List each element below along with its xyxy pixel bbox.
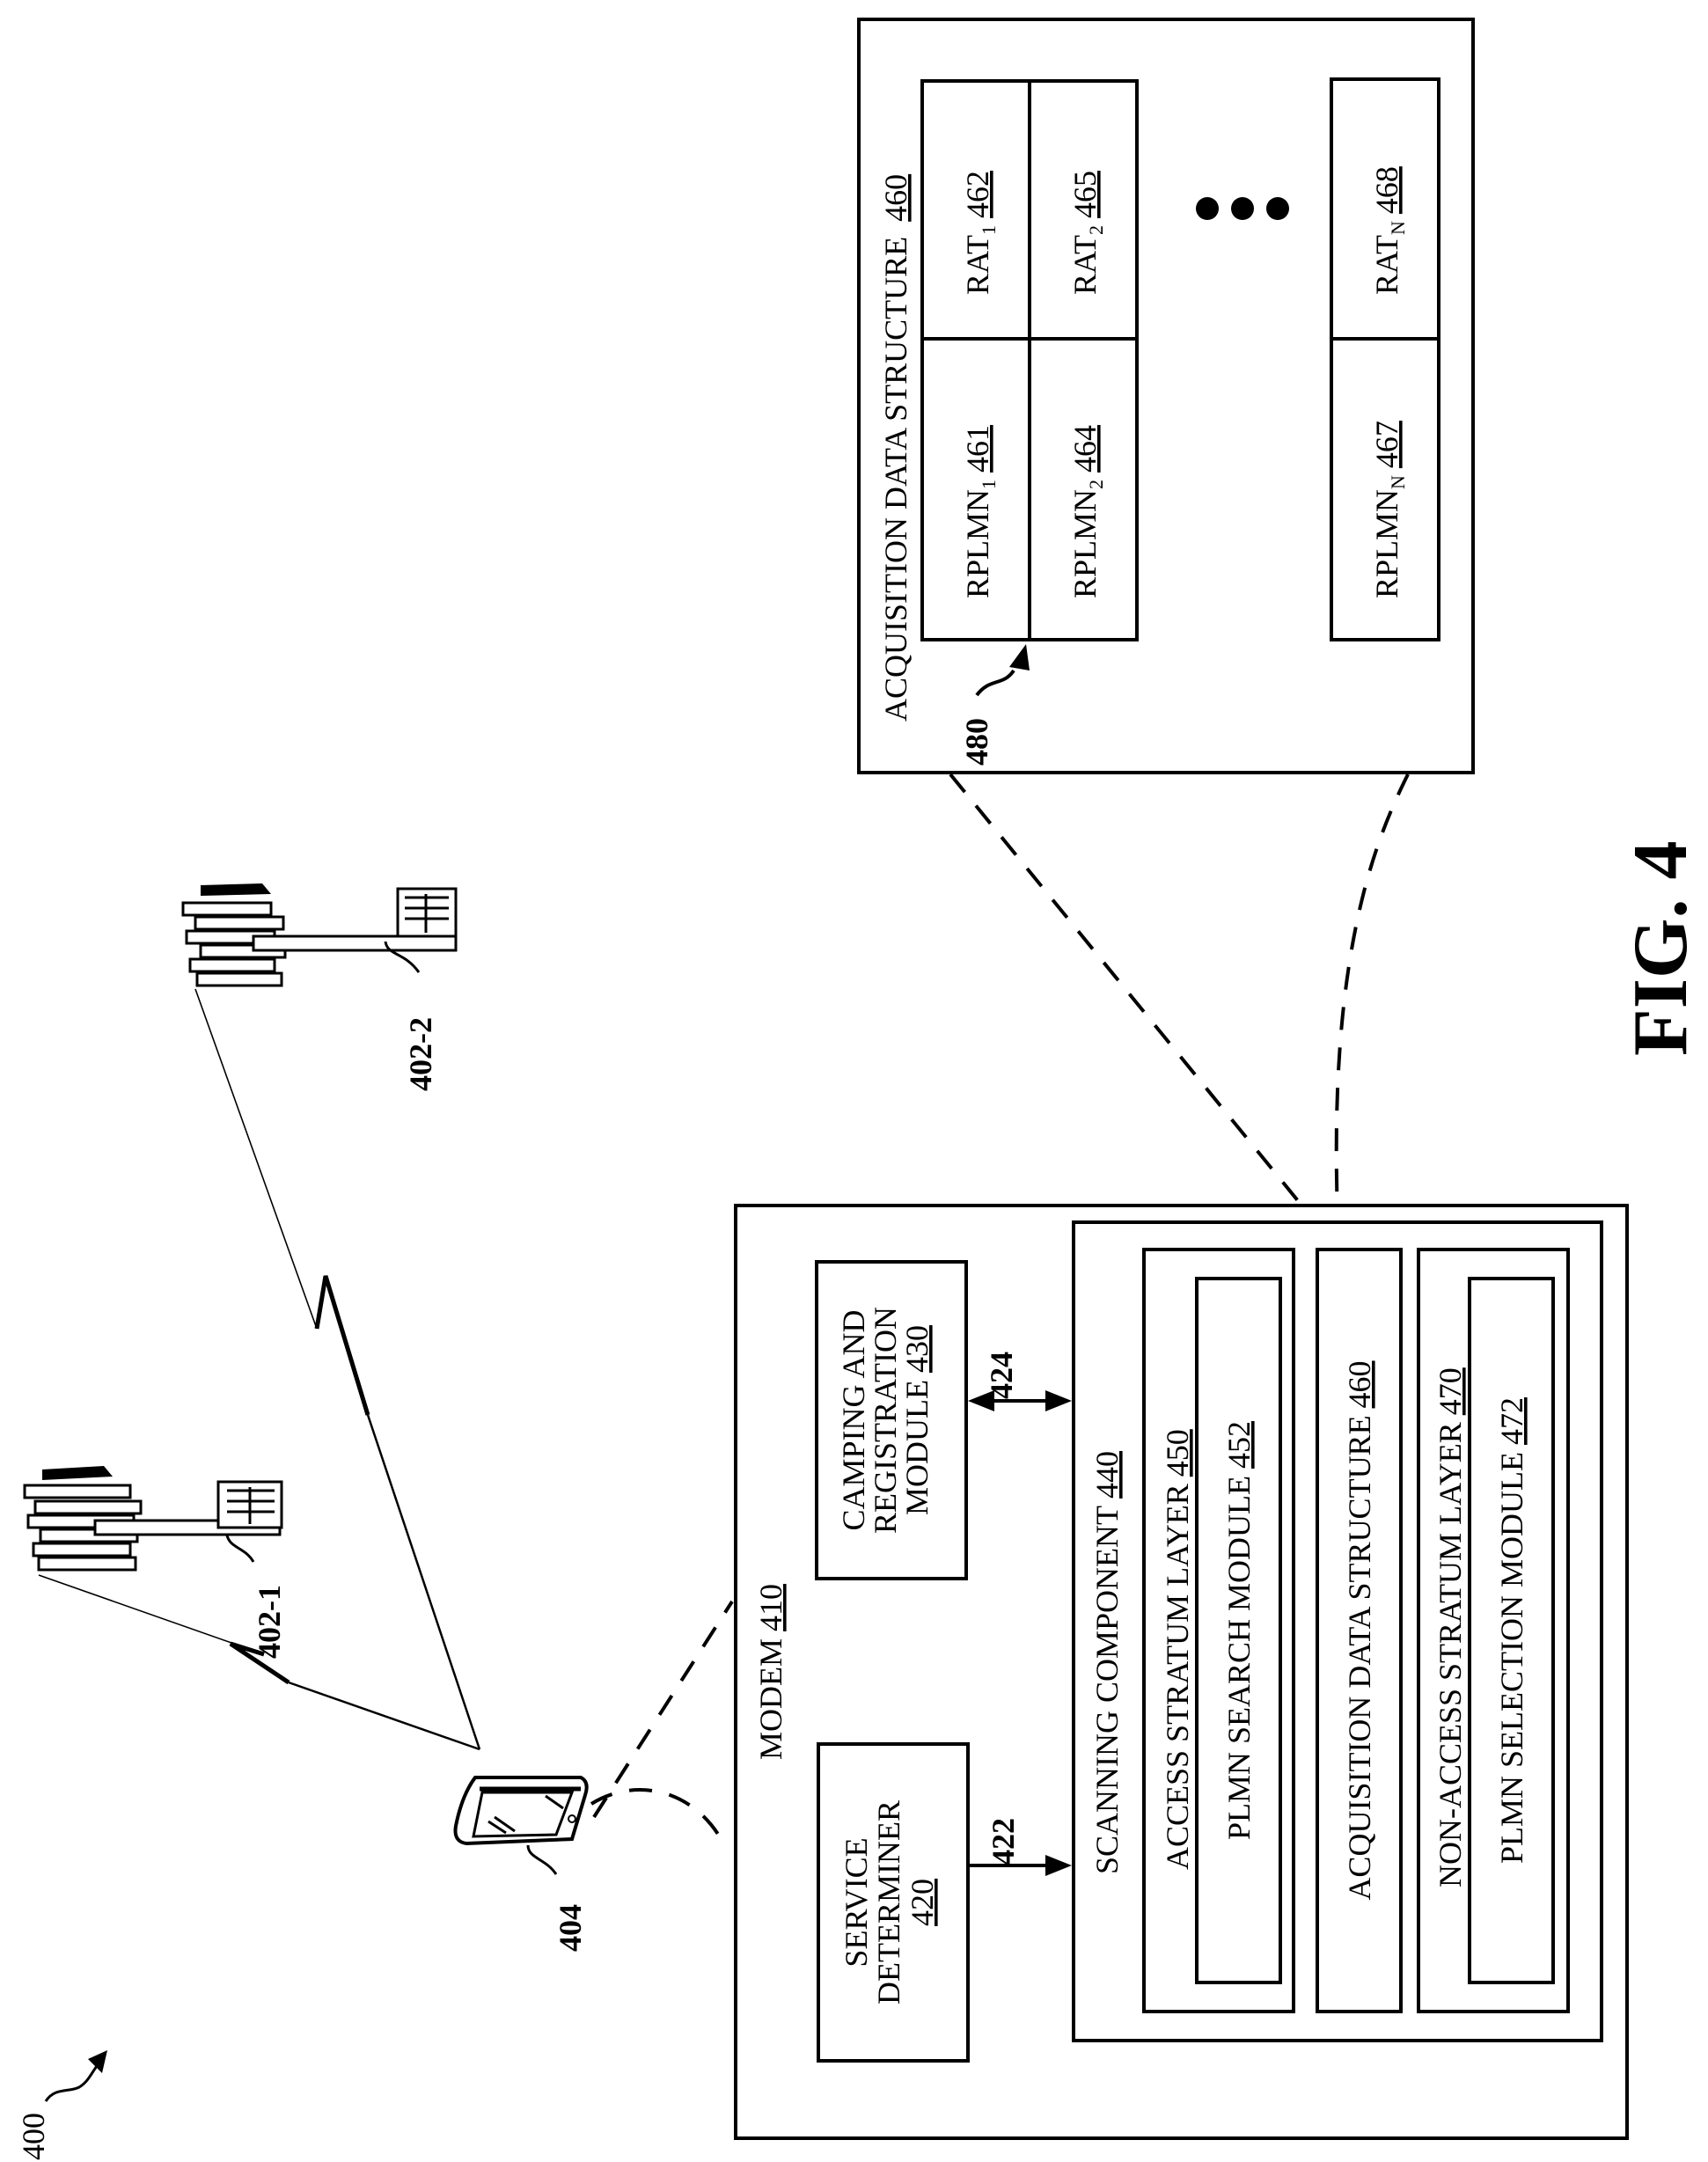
mobile-device-icon — [456, 1777, 587, 1843]
acquisition-data-structure-label: ACQUISITION DATA STRUCTURE460 — [1342, 1360, 1377, 1900]
ref-404: 404 — [553, 1904, 588, 1952]
modem: MODEM410 SERVICE DETERMINER 420 CAMPING … — [736, 1206, 1627, 2138]
ref-422: 422 — [986, 1818, 1021, 1865]
access-stratum-title: ACCESS STRATUM LAYER450 — [1160, 1429, 1195, 1870]
service-determiner-line2: DETERMINER — [871, 1800, 906, 2004]
device-modem-dash-curve — [591, 1790, 726, 1848]
plmn-selection-module-label: PLMN SELECTION MODULE472 — [1494, 1397, 1529, 1864]
base-station-402-1: 402-1 — [25, 1466, 287, 1659]
rplmn2-label: RPLMN2464 — [1067, 425, 1107, 598]
rplmn1-label: RPLMN1461 — [960, 425, 1000, 598]
ref-402-1-leader — [227, 1535, 253, 1562]
ref-402-1: 402-1 — [252, 1585, 287, 1659]
camping-line3: MODULE430 — [899, 1325, 935, 1515]
ref-424: 424 — [984, 1352, 1019, 1399]
cell-tower-icon — [183, 883, 456, 986]
camping-line2: REGISTRATION — [868, 1307, 903, 1534]
ellipsis-dot — [1196, 197, 1219, 220]
zoom-dash-line — [950, 774, 1330, 1241]
ref-400: 400 — [16, 2113, 51, 2160]
service-determiner-line1: SERVICE — [839, 1837, 874, 1967]
ref-400-leader — [46, 2066, 97, 2101]
rplmnn-label: RPLMNN467 — [1369, 421, 1409, 598]
radio-link-402-2 — [195, 989, 480, 1749]
camping-line1: CAMPING AND — [836, 1309, 871, 1530]
scanning-component-title: SCANNING COMPONENT440 — [1089, 1451, 1125, 1874]
base-station-402-2: 402-2 — [183, 883, 456, 1091]
cell-tower-icon — [25, 1466, 282, 1570]
ref-480: 480 — [959, 718, 994, 766]
ref-402-2: 402-2 — [403, 1017, 438, 1091]
ref-404-leader — [528, 1845, 556, 1874]
acquisition-data-structure-detail: ACQUISITION DATA STRUCTURE 460 RPLMN1461… — [859, 19, 1473, 773]
service-determiner-ref: 420 — [905, 1879, 940, 1926]
ads-title: ACQUISITION DATA STRUCTURE 460 — [878, 174, 913, 722]
zoom-dash-curve — [1337, 774, 1408, 1214]
modem-title: MODEM410 — [753, 1584, 788, 1760]
ellipsis-dot — [1266, 197, 1289, 220]
arrowhead-icon — [88, 2050, 107, 2073]
plmn-search-module-label: PLMN SEARCH MODULE452 — [1221, 1421, 1257, 1840]
ellipsis-dot — [1231, 197, 1254, 220]
non-access-stratum-title: NON-ACCESS STRATUM LAYER470 — [1433, 1367, 1468, 1887]
device-modem-dash-line — [594, 1601, 732, 1817]
figure-label: FIG. 4 — [1618, 841, 1704, 1056]
